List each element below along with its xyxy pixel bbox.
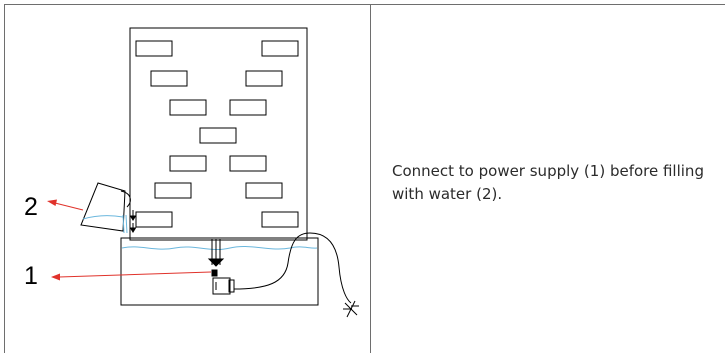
callout-number-1: 1 <box>24 262 38 290</box>
table-column-divider <box>370 4 371 353</box>
panel-slot <box>261 211 299 228</box>
panel-slot <box>154 182 192 199</box>
fountain-diagram: 2 1 <box>24 27 359 318</box>
panel-slot <box>135 211 173 228</box>
panel-slot <box>169 155 207 172</box>
panel-arrows <box>129 210 137 233</box>
panel-slot <box>150 70 188 87</box>
panel-slot <box>261 40 299 57</box>
water-jug-icon <box>80 182 131 234</box>
callout-arrow-2 <box>47 199 84 211</box>
power-cable <box>233 232 352 304</box>
table-left-rule <box>4 4 5 353</box>
panel-slot <box>229 99 267 116</box>
panel-slot <box>245 70 283 87</box>
callout-number-2: 2 <box>24 193 38 221</box>
callout-arrow-1 <box>51 271 212 281</box>
instruction-text: Connect to power supply (1) before filli… <box>392 162 704 203</box>
power-plug-icon <box>343 300 359 318</box>
water-pump <box>211 269 235 295</box>
table-top-rule <box>4 4 725 5</box>
panel-slot <box>135 40 173 57</box>
panel-slot <box>199 127 237 144</box>
panel-slots <box>135 40 299 228</box>
fountain-back-panel <box>129 27 308 241</box>
fountain-basin <box>120 237 319 306</box>
panel-slot <box>169 99 207 116</box>
panel-slot <box>245 182 283 199</box>
water-surface <box>121 245 318 251</box>
panel-slot <box>229 155 267 172</box>
pump-tubes <box>207 239 225 267</box>
